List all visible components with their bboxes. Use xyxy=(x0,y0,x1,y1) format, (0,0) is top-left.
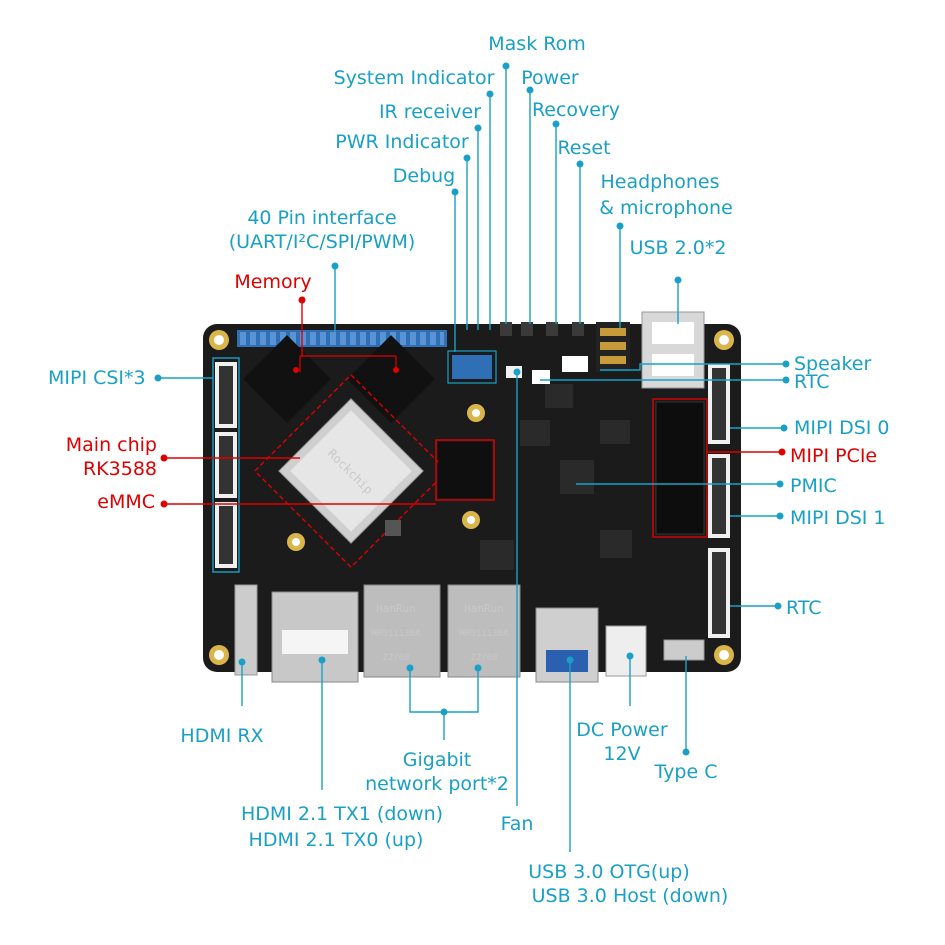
gpio-header xyxy=(237,330,447,347)
label-recovery: Recovery xyxy=(532,99,620,121)
label-memory: Memory xyxy=(234,271,311,293)
pcb-board: Rockchip xyxy=(203,311,741,683)
label-reset: Reset xyxy=(557,137,610,159)
smd-components xyxy=(385,384,632,570)
label-mipi-pcie: MIPI PCIe xyxy=(790,445,877,467)
label-power: Power xyxy=(521,67,579,89)
label-microphone: & microphone xyxy=(599,197,733,219)
label-hdmi-rx: HDMI RX xyxy=(180,725,263,747)
lan2-part-text: HR911130A xyxy=(460,629,509,639)
labels: Mask Rom System Indicator Power IR recei… xyxy=(48,33,890,907)
label-dc-voltage: 12V xyxy=(603,743,640,765)
lan2-brand-text: HanRun xyxy=(464,602,504,615)
label-40pin: 40 Pin interface xyxy=(247,207,396,229)
label-type-c: Type C xyxy=(654,761,718,783)
soc: Rockchip xyxy=(253,373,449,569)
mounting-holes xyxy=(209,330,734,665)
label-pmic: PMIC xyxy=(790,475,837,497)
label-usb20: USB 2.0*2 xyxy=(630,237,727,259)
lan1-part-text: HR911130A xyxy=(372,629,421,639)
emmc-chip xyxy=(438,442,492,498)
label-usb30-otg: USB 3.0 OTG(up) xyxy=(528,861,690,883)
label-gigabit: Gigabit xyxy=(403,749,472,771)
label-dc-power: DC Power xyxy=(576,719,668,741)
lan1-brand-text: HanRun xyxy=(376,602,416,615)
label-fan: Fan xyxy=(501,813,534,835)
label-speaker: Speaker xyxy=(794,353,871,375)
label-hdmi-tx1: HDMI 2.1 TX1 (down) xyxy=(241,803,443,825)
audio-jack xyxy=(596,322,630,372)
label-mask-rom: Mask Rom xyxy=(488,33,585,55)
label-headphones: Headphones xyxy=(600,171,719,193)
label-debug: Debug xyxy=(393,165,455,187)
lan1-date-text: 22/08 xyxy=(382,653,409,663)
label-mipi-csi: MIPI CSI*3 xyxy=(48,367,146,389)
label-rtc-top: RTC xyxy=(794,371,830,393)
label-emmc: eMMC xyxy=(97,491,155,513)
debug-header xyxy=(452,355,492,379)
leader-lines xyxy=(154,62,790,852)
label-ir-receiver: IR receiver xyxy=(379,101,481,123)
mipi-csi-connectors xyxy=(212,357,240,573)
label-rtc-bottom: RTC xyxy=(786,597,822,619)
label-40pin-protocols: (UART/I²C/SPI/PWM) xyxy=(229,231,416,253)
lan2-date-text: 22/08 xyxy=(470,653,497,663)
bottom-ports: HanRun HR911130A 22/08 HanRun HR911130A … xyxy=(234,584,705,683)
label-usb30-host: USB 3.0 Host (down) xyxy=(532,885,729,907)
label-main-chip: Main chip xyxy=(66,434,157,456)
pcie-slot xyxy=(655,401,705,535)
label-system-indicator: System Indicator xyxy=(334,67,495,89)
label-mipi-dsi0: MIPI DSI 0 xyxy=(794,417,890,439)
label-main-chip-model: RK3588 xyxy=(83,458,157,480)
label-pwr-indicator: PWR Indicator xyxy=(335,131,469,153)
right-connectors xyxy=(708,364,730,638)
label-mipi-dsi1: MIPI DSI 1 xyxy=(790,507,886,529)
label-network-port: network port*2 xyxy=(365,773,509,795)
label-hdmi-tx0: HDMI 2.1 TX0 (up) xyxy=(249,829,424,851)
